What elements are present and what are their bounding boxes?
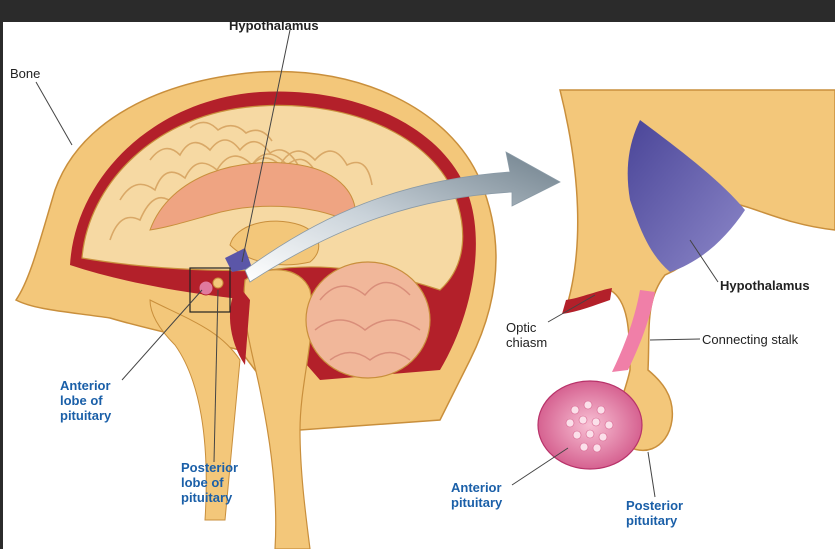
- pointer-lines-right: [511, 239, 719, 498]
- label-anterior-pituitary: Anterior pituitary: [451, 480, 503, 510]
- left-frame-edge: [0, 22, 3, 549]
- label-bone: Bone: [10, 66, 41, 81]
- top-frame-bar: [0, 0, 835, 22]
- brainstem-red: [229, 285, 250, 365]
- hypothalamus-small: [225, 248, 252, 272]
- brainstem: [243, 269, 313, 549]
- label-hypothalamus-right: Hypothalamus: [720, 278, 810, 293]
- label-hypothalamus-top: Hypothalamus: [229, 18, 319, 33]
- label-posterior-pituitary: Posterior pituitary: [626, 498, 684, 528]
- label-connecting-stalk: Connecting stalk: [702, 332, 799, 347]
- stalk-pink: [612, 290, 655, 372]
- magnify-box: [189, 267, 231, 313]
- label-anterior-lobe: Anterior lobe of pituitary: [60, 378, 112, 423]
- pituitary-texture: [565, 400, 614, 453]
- red-rim: [562, 288, 612, 314]
- label-posterior-lobe: Posterior lobe of pituitary: [181, 460, 239, 505]
- anterior-pituitary-large: [537, 380, 643, 470]
- pointer-lines-left: [35, 29, 291, 463]
- cerebellum: [305, 261, 431, 379]
- label-optic-chiasm: Optic chiasm: [506, 320, 548, 350]
- zoom-arrow: [244, 151, 561, 283]
- hypothalamus-large: [627, 120, 745, 272]
- pituitary-small: [198, 280, 214, 296]
